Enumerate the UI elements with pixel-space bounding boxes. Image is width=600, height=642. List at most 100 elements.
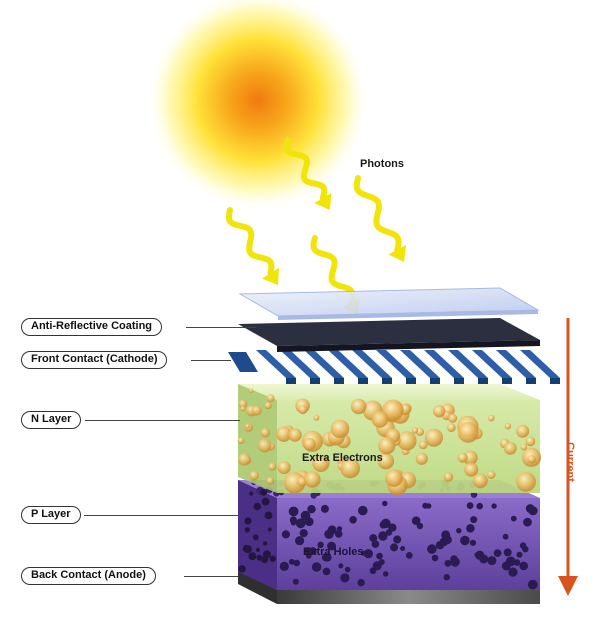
- front-contact-leader-line: [191, 360, 231, 361]
- contact-finger: [256, 350, 296, 378]
- electron-bubble: [237, 437, 245, 444]
- hole-dot: [252, 534, 259, 541]
- contact-finger-edge: [454, 378, 464, 384]
- anti-reflective-coating-layer: [238, 287, 540, 320]
- electron-bubble: [415, 452, 428, 465]
- hole-dot: [527, 579, 538, 590]
- hole-dot: [306, 553, 312, 559]
- contact-finger-edge: [310, 378, 320, 384]
- hole-dot: [379, 521, 387, 529]
- hole-dot: [466, 502, 474, 509]
- contact-finger: [472, 350, 512, 378]
- hole-dot: [378, 531, 388, 541]
- electron-bubble: [303, 437, 316, 451]
- hole-dot: [510, 515, 517, 522]
- n-layer-leader-line: [85, 420, 240, 421]
- arrow-down-icon: [558, 576, 578, 596]
- hole-dot: [281, 530, 290, 539]
- hole-dot: [261, 497, 270, 506]
- p-layer: [238, 478, 540, 590]
- hole-dot: [479, 554, 489, 564]
- hole-dot: [327, 541, 336, 551]
- hole-dot: [371, 540, 380, 548]
- hole-dot: [460, 535, 470, 546]
- hole-dot: [369, 534, 378, 543]
- hole-dot: [309, 547, 317, 555]
- hole-dot: [400, 546, 406, 551]
- contact-finger: [400, 350, 440, 378]
- contact-finger: [448, 350, 488, 378]
- hole-dot: [349, 516, 357, 524]
- hole-dot: [519, 561, 528, 571]
- front-contact-label: Front Contact (Cathode): [21, 351, 168, 369]
- electron-bubble: [266, 394, 275, 403]
- hole-dot: [338, 563, 344, 569]
- electron-bubble: [397, 431, 417, 451]
- hole-dot: [334, 530, 343, 538]
- electron-bubble: [249, 470, 259, 481]
- hole-dot: [321, 553, 331, 562]
- photon-arrows: [225, 137, 407, 315]
- electron-bubble: [238, 399, 248, 409]
- electron-bubble: [433, 405, 446, 418]
- hole-dot: [523, 517, 532, 527]
- p-layer-label: P Layer: [21, 506, 81, 524]
- hole-dot: [317, 541, 324, 548]
- hole-dot: [340, 573, 350, 583]
- electron-bubble: [527, 455, 536, 464]
- contact-finger-edge: [550, 378, 560, 384]
- electron-bubble: [350, 398, 367, 415]
- contact-finger-edge: [334, 378, 344, 384]
- contact-finger: [352, 350, 392, 378]
- electron-bubble: [248, 388, 254, 394]
- hole-dot: [363, 549, 373, 559]
- hole-dot: [470, 516, 478, 524]
- hole-dot: [248, 552, 257, 561]
- electron-bubble: [298, 405, 308, 415]
- front-contact-grid: [228, 350, 560, 384]
- electron-bubble: [462, 450, 478, 466]
- anti-reflective-coating-label: Anti-Reflective Coating: [21, 318, 163, 336]
- hole-dot: [405, 552, 413, 559]
- electron-bubble: [457, 422, 479, 443]
- photon-arrowhead-icon: [388, 244, 407, 262]
- hole-dot: [269, 555, 276, 562]
- electron-bubble: [312, 454, 330, 472]
- electron-bubble: [245, 424, 250, 429]
- electron-bubble: [340, 458, 360, 479]
- hole-dot: [311, 562, 322, 572]
- hole-dot: [358, 505, 368, 516]
- sun-icon: [146, 0, 370, 212]
- photons-label: Photons: [360, 158, 404, 170]
- hole-dot: [264, 511, 273, 520]
- contact-finger: [424, 350, 464, 378]
- hole-dot: [456, 528, 462, 534]
- coating-leader-line: [186, 327, 256, 328]
- hole-dot: [525, 504, 535, 513]
- hole-dot: [256, 554, 263, 561]
- hole-dot: [435, 541, 445, 550]
- hole-dot: [493, 549, 502, 557]
- extra-holes-label: Extra Holes: [303, 546, 364, 558]
- n-layer: [237, 384, 542, 496]
- hole-dot: [388, 523, 397, 532]
- electron-bubble: [516, 424, 530, 438]
- hole-dot: [508, 567, 518, 577]
- electron-bubble: [276, 426, 292, 442]
- photon-arrowhead-icon: [314, 192, 332, 210]
- p-layer-leader-line: [84, 515, 240, 516]
- contact-finger-edge: [430, 378, 440, 384]
- current-label: Current: [564, 442, 576, 482]
- electron-bubble: [516, 472, 536, 492]
- hole-dot: [320, 504, 329, 513]
- hole-dot: [295, 518, 306, 529]
- electron-bubble: [260, 427, 271, 438]
- hole-dot: [503, 548, 512, 557]
- extra-electrons-label: Extra Electrons: [302, 452, 383, 464]
- current-arrow: [558, 318, 578, 596]
- hole-dot: [466, 524, 475, 533]
- hole-dot: [393, 535, 402, 544]
- hole-dot: [260, 488, 268, 496]
- contact-finger: [520, 350, 560, 378]
